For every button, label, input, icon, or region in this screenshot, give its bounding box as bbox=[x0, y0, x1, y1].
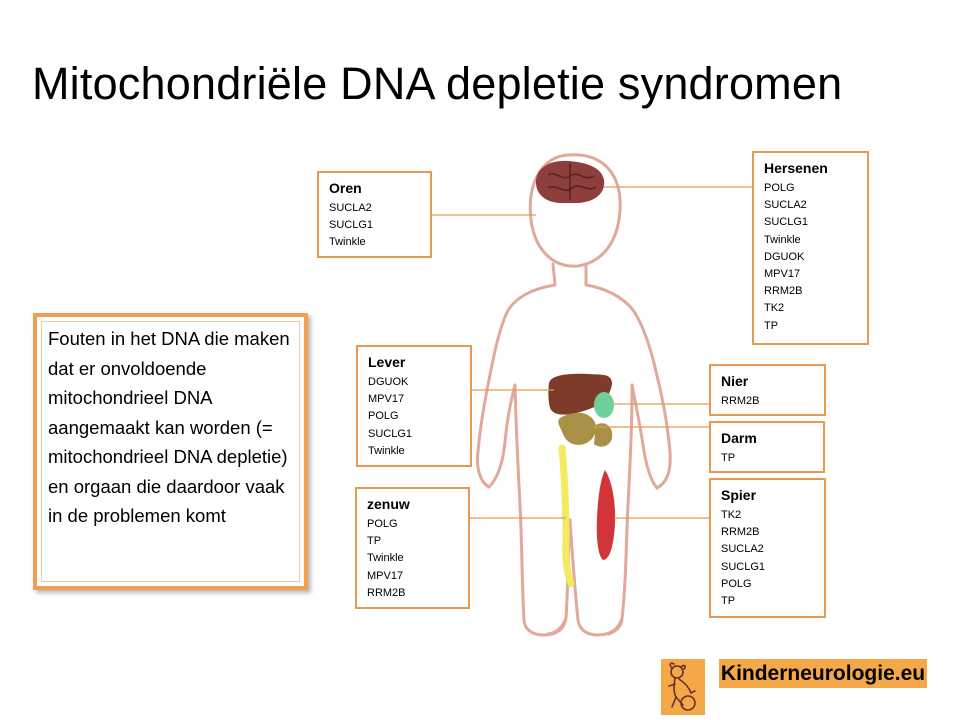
organ-name-spier: Spier bbox=[721, 487, 757, 503]
gene-label: POLG bbox=[368, 410, 399, 423]
organ-box-hersenen: Hersenen POLG SUCLA2 SUCLG1 Twinkle DGUO… bbox=[752, 151, 869, 345]
organ-box-darm: Darm TP bbox=[709, 421, 825, 473]
connector-lines bbox=[432, 186, 752, 519]
gene-label: RRM2B bbox=[764, 285, 803, 298]
organ-box-lever: Lever DGUOK MPV17 POLG SUCLG1 Twinkle bbox=[356, 345, 472, 467]
gene-label: SUCLG1 bbox=[329, 219, 374, 232]
gene-label: MPV17 bbox=[764, 268, 801, 281]
page-title: Mitochondriële DNA depletie syndromen bbox=[32, 58, 843, 109]
gene-label: SUCLG1 bbox=[721, 560, 766, 573]
gene-label: SUCLG1 bbox=[368, 427, 413, 440]
organ-name-oren: Oren bbox=[329, 180, 362, 196]
gene-label: Twinkle bbox=[367, 552, 404, 565]
gene-label: Twinkle bbox=[368, 444, 405, 457]
organ-name-hersenen: Hersenen bbox=[764, 160, 828, 176]
gene-label: RRM2B bbox=[367, 586, 406, 599]
nerve-organ bbox=[558, 444, 575, 588]
body-outline bbox=[476, 153, 672, 637]
gene-label: POLG bbox=[721, 577, 752, 590]
gene-label: TP bbox=[764, 319, 779, 332]
gene-label: MPV17 bbox=[367, 569, 404, 582]
gene-label: SUCLA2 bbox=[329, 202, 372, 214]
gene-label: MPV17 bbox=[368, 393, 405, 406]
intestine-organ bbox=[558, 412, 613, 447]
gene-label: SUCLA2 bbox=[721, 543, 764, 556]
organ-name-lever: Lever bbox=[368, 354, 406, 370]
organ-box-spier: Spier TK2 RRM2B SUCLA2 SUCLG1 POLG TP bbox=[709, 478, 826, 618]
gene-label: POLG bbox=[764, 182, 795, 194]
brain-organ bbox=[535, 160, 605, 203]
gene-label: POLG bbox=[367, 518, 398, 530]
gene-label: SUCLA2 bbox=[764, 199, 807, 212]
info-box: Fouten in het DNA die maken dat er onvol… bbox=[33, 313, 308, 590]
muscle-organ bbox=[596, 470, 616, 560]
gene-label: DGUOK bbox=[368, 376, 409, 388]
gene-label: DGUOK bbox=[764, 250, 805, 263]
organ-name-nier: Nier bbox=[721, 373, 749, 389]
organ-name-darm: Darm bbox=[721, 430, 757, 446]
info-text: Fouten in het DNA die maken dat er onvol… bbox=[41, 321, 300, 582]
gene-label: TK2 bbox=[764, 302, 785, 315]
organ-name-zenuw: zenuw bbox=[367, 496, 410, 512]
logo-text: Kinderneurologie.eu bbox=[719, 659, 927, 688]
gene-label: TP bbox=[721, 595, 736, 608]
gene-label: RRM2B bbox=[721, 526, 760, 539]
gene-label: Twinkle bbox=[764, 233, 801, 246]
gene-label: SUCLG1 bbox=[764, 216, 809, 229]
gene-label: TP bbox=[367, 535, 382, 548]
gene-label: TP bbox=[721, 452, 736, 464]
organ-box-zenuw: zenuw POLG TP Twinkle MPV17 RRM2B bbox=[355, 487, 470, 609]
organ-box-nier: Nier RRM2B bbox=[709, 364, 826, 416]
kidney-organ bbox=[594, 392, 614, 418]
logo-icon bbox=[661, 659, 705, 715]
gene-label: RRM2B bbox=[721, 395, 760, 407]
gene-label: Twinkle bbox=[329, 236, 366, 249]
organ-box-oren: Oren SUCLA2 SUCLG1 Twinkle bbox=[317, 171, 432, 258]
gene-label: TK2 bbox=[721, 509, 742, 521]
